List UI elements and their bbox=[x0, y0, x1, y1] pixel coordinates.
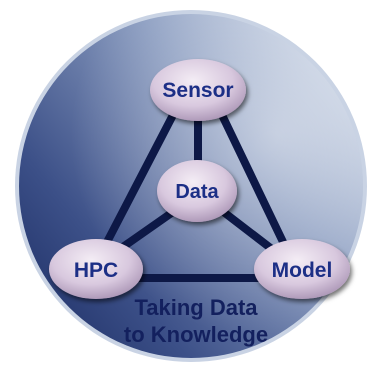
node-model bbox=[254, 239, 350, 299]
node-model-label: Model bbox=[272, 259, 333, 282]
node-sensor bbox=[150, 59, 246, 121]
node-sensor-label: Sensor bbox=[162, 79, 233, 102]
connector-sensor-hpc bbox=[89, 86, 190, 273]
node-hpc bbox=[49, 239, 143, 299]
connector-sensor-model bbox=[206, 86, 300, 273]
caption-line-1: Taking Data bbox=[134, 295, 258, 320]
node-hpc-label: HPC bbox=[74, 259, 118, 282]
node-data bbox=[157, 160, 237, 222]
caption-line-2: to Knowledge bbox=[124, 322, 268, 347]
node-data-label: Data bbox=[175, 181, 219, 203]
